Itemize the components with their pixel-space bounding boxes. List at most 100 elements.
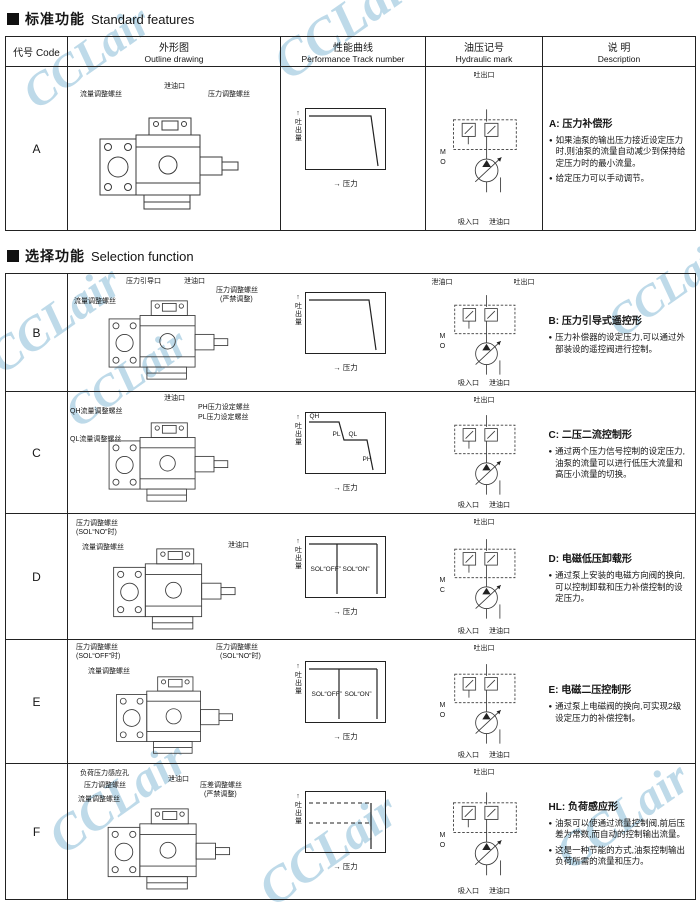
bullet-icon: ● [548, 573, 553, 580]
description-bullet: ●油泵可以使通过流量控制阀,前后压差为常数,而自动的控制输出流量。 [548, 817, 686, 840]
bullet-icon: ● [549, 137, 553, 144]
outline-label: 流量调整螺丝 [82, 544, 124, 551]
description-title: C: 二压二流控制形 [548, 430, 632, 442]
header-code-en: Code [35, 48, 60, 59]
outline-label: 流量调整螺丝 [74, 298, 116, 305]
right-arrow-icon: → [333, 179, 341, 188]
code-cell: D [5, 513, 68, 640]
description-cell: HL: 负荷感应形 ●油泵可以使通过流量控制阀,前后压差为常数,而自动的控制输出… [542, 763, 696, 900]
col-header-outline: 外形图 Outline drawing [67, 36, 281, 67]
section-title-en: Selection function [91, 248, 194, 264]
performance-curve-plot: → 压力 [304, 108, 387, 189]
outline-label: QL流量调整螺丝 [70, 436, 122, 443]
outline-drawing-cell: 压力引导口 泄油口 压力调整螺丝 (严禁调整) 流量调整螺丝 [67, 273, 281, 392]
up-arrow-icon: ↑ [294, 414, 302, 422]
description-bullet: ●这是一种节能的方式,油泵控制输出负荷所需的流量和压力。 [548, 844, 686, 866]
description-title: E: 电磁二压控制形 [548, 685, 632, 697]
hydraulic-bottom-labels: 吸入口泄油口 [458, 502, 510, 509]
outline-label: 流量调整螺丝 [80, 91, 122, 98]
outline-drawing-cell: 负荷压力感应孔 泄油口 压力调整螺丝 压差调整螺丝 (严禁调整) 流量调整螺丝 [67, 763, 281, 900]
outline-label: 压差调整螺丝 [200, 782, 242, 789]
hydraulic-circuit-diagram [454, 538, 516, 619]
description-title: A: 压力补偿形 [549, 118, 613, 130]
description-cell: C: 二压二流控制形 ●通过两个压力信号控制的设定压力,油泵的流量可以进行低压大… [542, 391, 696, 514]
curve-label: SOL“ON” [344, 691, 372, 698]
performance-curve-cell: ↑吐出量 → 压力 [280, 763, 426, 900]
code-letter: C [32, 445, 41, 460]
x-axis-label: → 压力 [333, 363, 358, 372]
outline-label: 负荷压力感应孔 [80, 770, 129, 777]
outline-label: (严禁调整) [204, 791, 237, 798]
curve-label: QL [348, 431, 358, 438]
outline-drawing-cell: 泄油口 QH流量调整螺丝 PH压力设定螺丝 PL压力设定螺丝 QL流量调整螺丝 [67, 391, 281, 514]
outline-drawing-cell: 压力调整螺丝 (SOL“NO”时) 流量调整螺丝 泄油口 [67, 513, 281, 640]
hydraulic-circuit-diagram [453, 108, 517, 193]
outline-label: PL压力设定螺丝 [198, 414, 249, 421]
section-title-zh: 选择功能 [25, 248, 85, 264]
up-arrow-icon: ↑ [294, 663, 302, 671]
outline-label: 压力调整螺丝 [76, 520, 118, 527]
bullet-icon: ● [548, 847, 553, 854]
outline-label: PH压力设定螺丝 [198, 404, 250, 411]
hydraulic-port-label: 吐出口 [513, 279, 535, 286]
performance-curve-cell: ↑吐出量 SOL“OFF” SOL“ON” → 压力 [280, 639, 426, 764]
description-bullet: ●通过泵上安装的电磁方向阀的换向,可以控制卸载和压力补偿控制的设定压力。 [548, 570, 686, 604]
description-bullet: ●压力补偿器的设定压力,可以通过外部装设的遥控阀进行控制。 [548, 332, 686, 354]
description-title: B: 压力引导式遥控形 [548, 316, 642, 328]
curve-label: PH [362, 456, 372, 463]
section-title-standard-features: 标准功能 Standard features [7, 8, 695, 30]
x-axis-label: → 压力 [333, 862, 358, 871]
code-cell: E [5, 639, 68, 764]
standard-features-table: 代号 Code 外形图 Outline drawing 性能曲线 Perform… [5, 36, 696, 231]
hydraulic-circuit-diagram [454, 414, 516, 495]
up-arrow-icon: ↑ [294, 538, 302, 546]
bullet-icon: ● [548, 820, 553, 827]
hydraulic-port-label: 吐出口 [473, 769, 495, 776]
outline-label: 泄油口 [228, 542, 249, 549]
description-title: HL: 负荷感应形 [548, 801, 618, 813]
hydraulic-port-label: 吐出口 [473, 519, 495, 526]
bullet-icon: ● [549, 175, 553, 182]
description-cell: A: 压力补偿形 ●如果油泵的输出压力接近设定压力时,则油泵的流量自动减少到保持… [542, 66, 696, 231]
performance-curve-cell: ↑吐出量 SOL“OFF” SOL“ON” → 压力 [280, 513, 426, 640]
y-axis-label: ↑吐出量 [294, 294, 302, 326]
table-header-row: 代号 Code 外形图 Outline drawing 性能曲线 Perform… [5, 36, 696, 67]
col-header-performance: 性能曲线 Performance Track number [280, 36, 426, 67]
performance-curve-cell: ↑吐出量 → 压力 [280, 273, 426, 392]
description-cell: D: 电磁低压卸载形 ●通过泵上安装的电磁方向阀的换向,可以控制卸载和压力补偿控… [542, 513, 696, 640]
code-cell: F [5, 763, 68, 900]
description-bullet: ●通过两个压力信号控制的设定压力,油泵的流量可以进行低压大流量和高压小流量的切换… [548, 446, 686, 480]
outline-label: (SOL“NO”时) [76, 529, 117, 536]
square-bullet-icon [7, 13, 19, 25]
col-header-code: 代号 Code [5, 36, 68, 67]
curve-label: SOL“OFF” [310, 566, 341, 573]
curve-label: SOL“OFF” [311, 691, 342, 698]
description-cell: B: 压力引导式遥控形 ●压力补偿器的设定压力,可以通过外部装设的遥控阀进行控制… [542, 273, 696, 392]
outline-label: 压力调整螺丝 [84, 782, 126, 789]
outline-drawing-cell: 流量调整螺丝 泄油口 压力调整螺丝 [67, 66, 281, 231]
description-bullet: ●如果油泵的输出压力接近设定压力时,则油泵的流量自动减少到保持给定压力时的最小流… [549, 134, 686, 168]
outline-label: 流量调整螺丝 [88, 668, 130, 675]
bullet-icon: ● [548, 449, 553, 456]
pump-outline-drawing [113, 548, 236, 630]
section-title-selection-function: 选择功能 Selection function [7, 245, 695, 267]
section-title-en: Standard features [91, 11, 195, 27]
pump-outline-drawing [107, 808, 231, 890]
curve-label: SOL“ON” [342, 566, 370, 573]
x-axis-label: → 压力 [333, 732, 358, 741]
hydraulic-bottom-labels: 吸入口泄油口 [458, 219, 510, 226]
y-axis-label: ↑吐出量 [294, 793, 302, 825]
outline-label: 压力调整螺丝 [76, 644, 118, 651]
hydraulic-port-label: 吐出口 [473, 72, 495, 79]
x-axis-label: → 压力 [333, 179, 358, 188]
outline-label: (严禁调整) [220, 296, 253, 303]
